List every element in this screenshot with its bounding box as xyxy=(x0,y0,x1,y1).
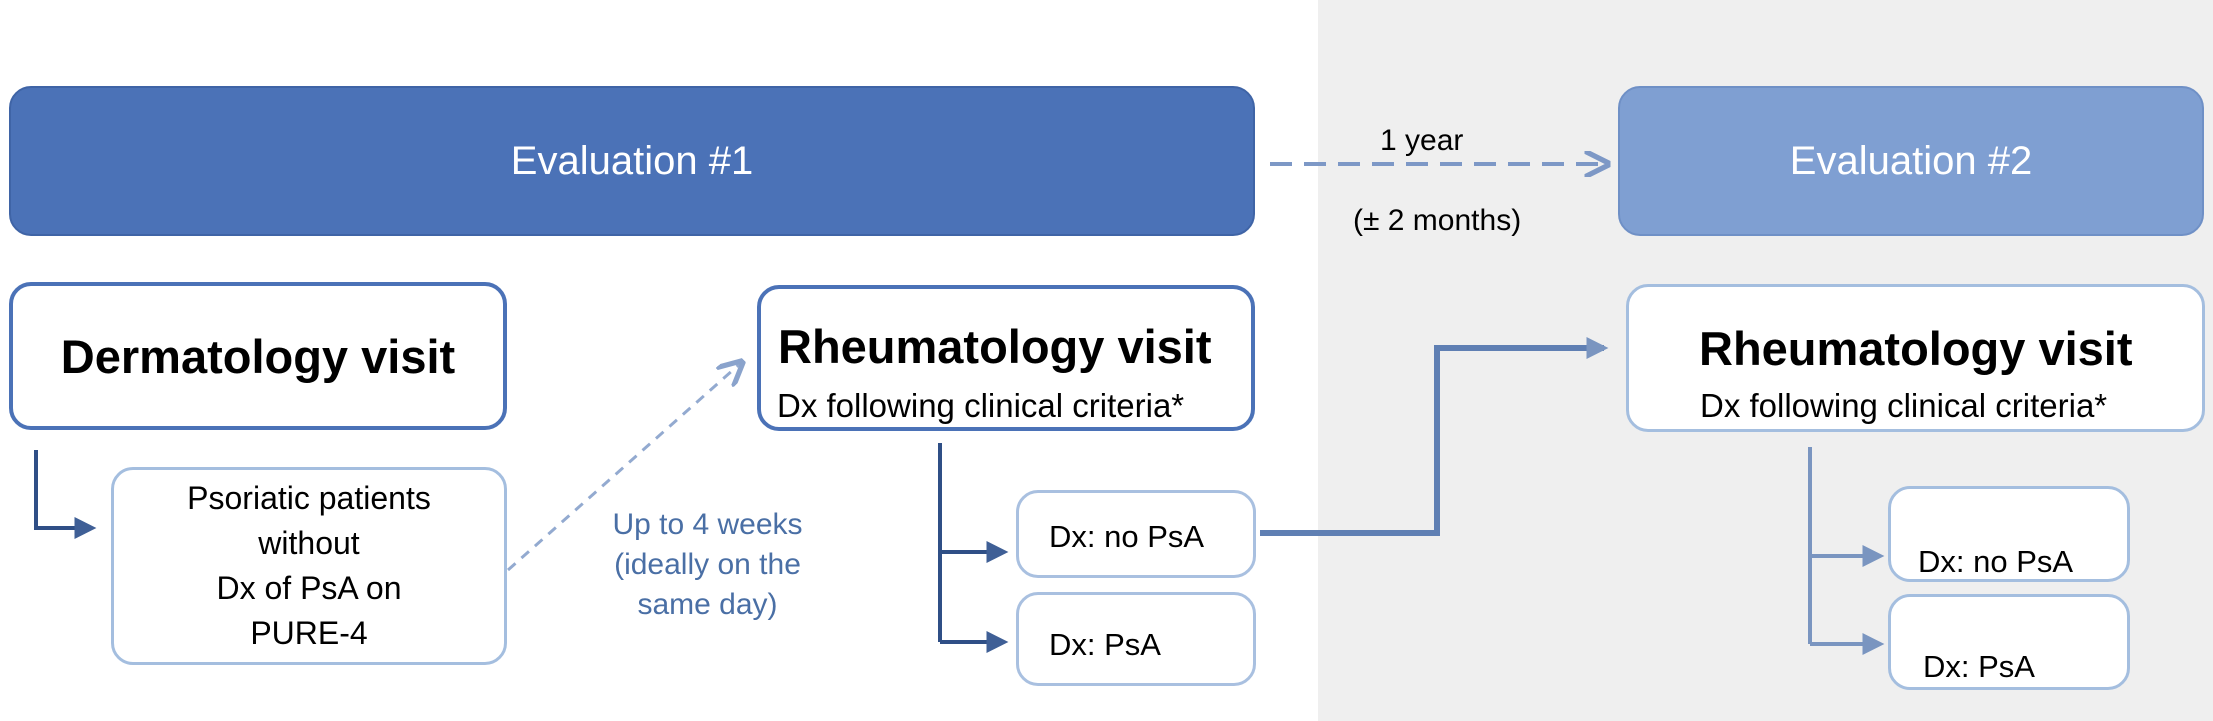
rheum1-outcome-no-psa: Dx: no PsA xyxy=(1016,490,1256,578)
patients-line-2: without xyxy=(258,525,360,561)
patients-line-1: Psoriatic patients xyxy=(187,480,431,516)
delay-note-line-3: same day) xyxy=(637,588,778,621)
dermatology-visit-box: Dermatology visit xyxy=(9,282,507,430)
rheum1-outcome-psa-label: Dx: PsA xyxy=(1049,627,1161,662)
interval-label-year: 1 year xyxy=(1380,124,1464,157)
derm-to-patients-arrow xyxy=(34,450,97,539)
rheum1-subtitle: Dx following clinical criteria* xyxy=(777,387,1185,424)
rheum1-outcome-no-psa-label: Dx: no PsA xyxy=(1049,519,1205,554)
rheum2-subtitle: Dx following clinical criteria* xyxy=(1700,387,2108,424)
delay-note-line-1: Up to 4 weeks xyxy=(612,508,803,541)
rheum2-outcome-psa-label: Dx: PsA xyxy=(1923,649,2035,684)
patients-to-rheum-arrow xyxy=(507,362,742,572)
rheum2-outcome-psa: Dx: PsA xyxy=(1888,594,2130,690)
evaluation-2-banner: Evaluation #2 xyxy=(1618,86,2204,236)
evaluation-1-label: Evaluation #1 xyxy=(510,138,754,183)
patients-line-4: PURE-4 xyxy=(250,615,368,651)
interval-label-range: (± 2 months) xyxy=(1353,204,1522,237)
rheum2-title: Rheumatology visit xyxy=(1699,322,2133,375)
rheum1-outcome-psa: Dx: PsA xyxy=(1016,592,1256,686)
dermatology-visit-title: Dermatology visit xyxy=(60,329,456,383)
delay-note: Up to 4 weeks (ideally on the same day) xyxy=(565,505,850,625)
patients-line-3: Dx of PsA on xyxy=(216,570,402,606)
evaluation-2-label: Evaluation #2 xyxy=(1789,138,2033,183)
rheum1-visit-box: Rheumatology visit Dx following clinical… xyxy=(757,285,1255,431)
no-psa-to-rheum2-arrow xyxy=(1260,337,1609,536)
delay-note-line-2: (ideally on the xyxy=(614,548,801,581)
rheum2-outcome-no-psa-label: Dx: no PsA xyxy=(1918,544,2074,579)
rheum2-outcome-no-psa: Dx: no PsA xyxy=(1888,486,2130,582)
rheum1-title: Rheumatology visit xyxy=(778,320,1212,373)
patients-box: Psoriatic patients without Dx of PsA on … xyxy=(111,467,507,665)
rheum2-visit-box: Rheumatology visit Dx following clinical… xyxy=(1626,284,2205,432)
evaluation-1-banner: Evaluation #1 xyxy=(9,86,1255,236)
